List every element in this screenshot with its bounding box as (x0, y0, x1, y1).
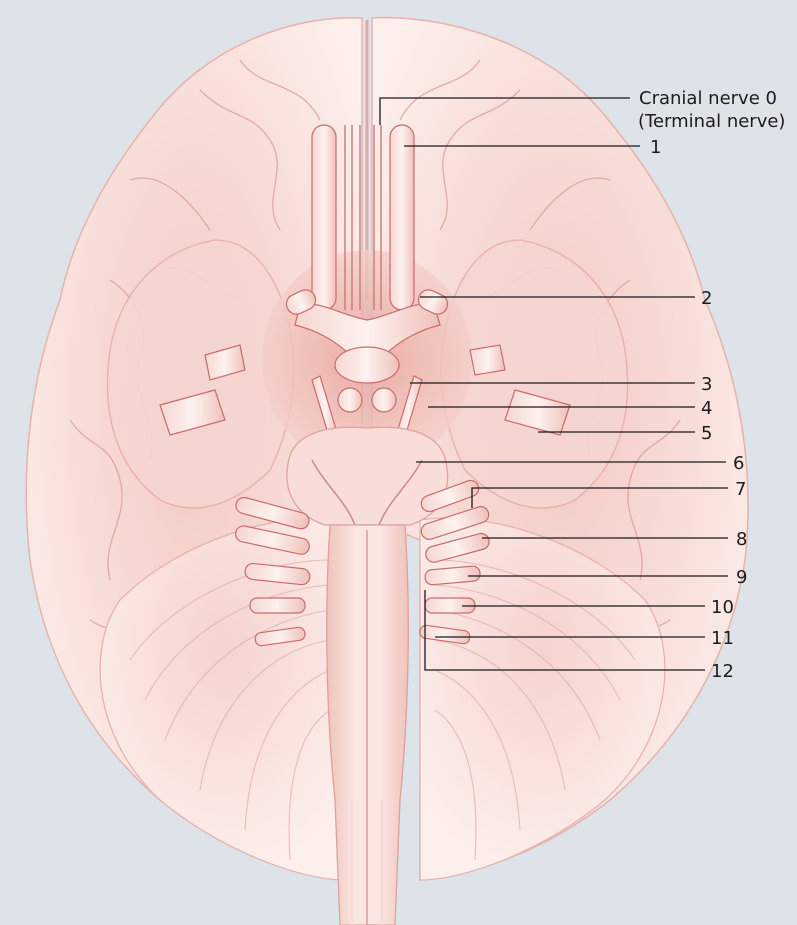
pons (287, 427, 448, 525)
label-cn7: 7 (735, 479, 746, 500)
brainstem (327, 525, 409, 925)
label-cn5: 5 (701, 423, 712, 444)
label-cn11: 11 (711, 628, 734, 649)
label-cn8: 8 (736, 529, 747, 550)
label-cn4: 4 (701, 398, 712, 419)
label-cn12: 12 (711, 661, 734, 682)
label-cn0-line1: Cranial nerve 0 (639, 88, 777, 109)
label-cn0-line2: (Terminal nerve) (638, 111, 785, 132)
label-cn3: 3 (701, 374, 712, 395)
label-cn9: 9 (736, 567, 747, 588)
label-cn6: 6 (733, 453, 744, 474)
label-cn10: 10 (711, 597, 734, 618)
label-cn1: 1 (650, 137, 661, 158)
label-cn2: 2 (701, 288, 712, 309)
